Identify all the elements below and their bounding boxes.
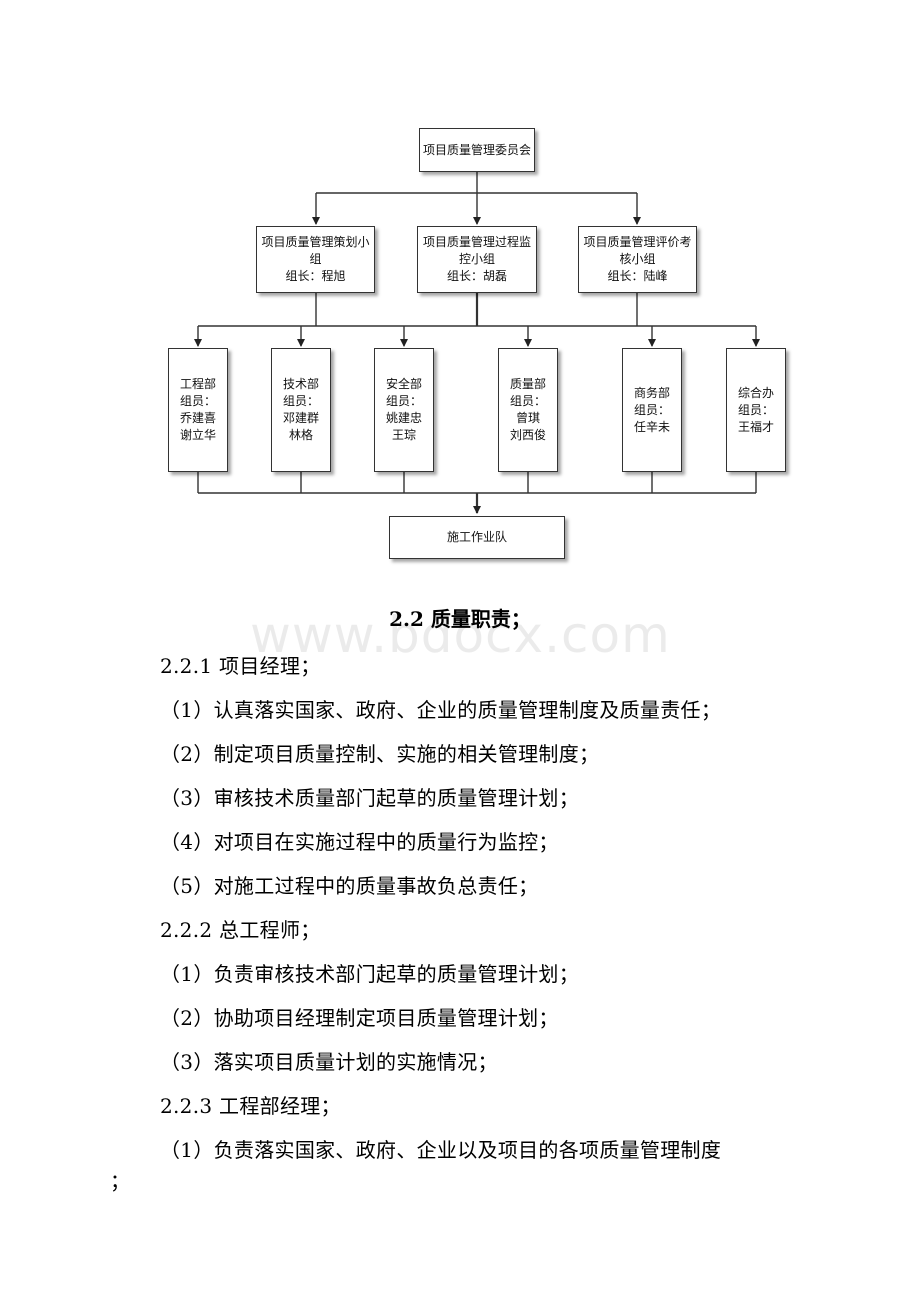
- team-label: 施工作业队: [446, 530, 507, 544]
- dept-member: 王福才: [737, 419, 774, 434]
- dept-member: 林格: [288, 428, 313, 442]
- list-item: （3）审核技术质量部门起草的质量管理计划；: [160, 786, 580, 810]
- dept-name: 商务部: [633, 385, 670, 400]
- org-chart-connectors: [194, 172, 760, 514]
- dept-name: 综合办: [737, 385, 774, 400]
- dept-box-commerce: 商务部 组员： 任辛未: [622, 348, 682, 472]
- group-title: 控小组: [458, 252, 495, 266]
- dept-box-general-office: 综合办 组员： 王福才: [726, 348, 786, 472]
- dept-name: 质量部: [509, 377, 546, 391]
- dept-name: 安全部: [385, 377, 422, 391]
- list-item: （2）协助项目经理制定项目质量管理计划；: [160, 1006, 559, 1030]
- dept-member-label: 组员：: [633, 402, 670, 417]
- dept-member-label: 组员：: [385, 394, 422, 408]
- group-title: 项目质量管理过程监: [422, 235, 531, 249]
- group-title: 项目质量管理策划小: [261, 235, 370, 249]
- group-leader: 组长：程旭: [285, 269, 346, 283]
- dept-member: 刘西俊: [509, 428, 546, 442]
- dept-box-quality: 质量部 组员： 曾琪 刘西俊: [498, 348, 558, 472]
- org-chart: 项目质量管理委员会 项目质量管理策划小 组 组长：程旭 项目质量管理过程监 控小…: [0, 0, 920, 580]
- subsection-heading: 2.2.1 项目经理；: [160, 654, 321, 678]
- group-box-monitoring: 项目质量管理过程监 控小组 组长：胡磊: [417, 226, 537, 293]
- subsection-heading: 2.2.3 工程部经理；: [160, 1094, 341, 1118]
- list-item: （1）负责落实国家、政府、企业以及项目的各项质量管理制度: [160, 1138, 722, 1162]
- dept-box-engineering: 工程部 组员： 乔建喜 谢立华: [168, 348, 228, 472]
- list-item: （1）认真落实国家、政府、企业的质量管理制度及质量责任；: [160, 698, 722, 722]
- dept-box-safety: 安全部 组员： 姚建忠 王琮: [374, 348, 434, 472]
- dept-member: 邓建群: [282, 411, 319, 425]
- committee-label: 项目质量管理委员会: [422, 142, 531, 157]
- watermark: www.bdocx.com: [250, 606, 671, 664]
- subsection-heading: 2.2.2 总工程师；: [160, 918, 321, 942]
- dept-member-label: 组员：: [737, 402, 774, 417]
- group-box-planning: 项目质量管理策划小 组 组长：程旭: [256, 226, 375, 293]
- dept-member-label: 组员：: [179, 394, 216, 408]
- dept-member-label: 组员：: [509, 394, 546, 408]
- dept-member: 乔建喜: [179, 411, 216, 425]
- dept-member: 姚建忠: [385, 411, 422, 425]
- list-item: （2）制定项目质量控制、实施的相关管理制度；: [160, 742, 600, 766]
- dept-member: 谢立华: [179, 428, 216, 442]
- list-item: （1）负责审核技术部门起草的质量管理计划；: [160, 962, 580, 986]
- list-item: （4）对项目在实施过程中的质量行为监控；: [160, 830, 559, 854]
- dept-member: 王琮: [391, 428, 416, 442]
- section-title: 2.2 质量职责；: [389, 607, 531, 631]
- committee-box: 项目质量管理委员会: [419, 128, 535, 172]
- group-box-evaluation: 项目质量管理评价考 核小组 组长：陆峰: [578, 226, 697, 293]
- dept-name: 工程部: [179, 377, 216, 391]
- dept-name: 技术部: [282, 377, 319, 391]
- list-item: （5）对施工过程中的质量事故负总责任；: [160, 874, 539, 898]
- group-title: 核小组: [619, 252, 656, 266]
- group-title: 组: [309, 252, 322, 266]
- dept-member-label: 组员：: [282, 394, 319, 408]
- group-title: 项目质量管理评价考: [583, 235, 692, 249]
- list-item: （3）落实项目质量计划的实施情况；: [160, 1050, 498, 1074]
- trailing-punctuation: ；: [110, 1169, 130, 1193]
- group-leader: 组长：胡磊: [446, 269, 507, 283]
- dept-member: 任辛未: [633, 419, 670, 434]
- team-box: 施工作业队: [389, 516, 565, 559]
- group-leader: 组长：陆峰: [607, 269, 668, 283]
- dept-box-technical: 技术部 组员： 邓建群 林格: [271, 348, 331, 472]
- dept-member: 曾琪: [515, 411, 540, 425]
